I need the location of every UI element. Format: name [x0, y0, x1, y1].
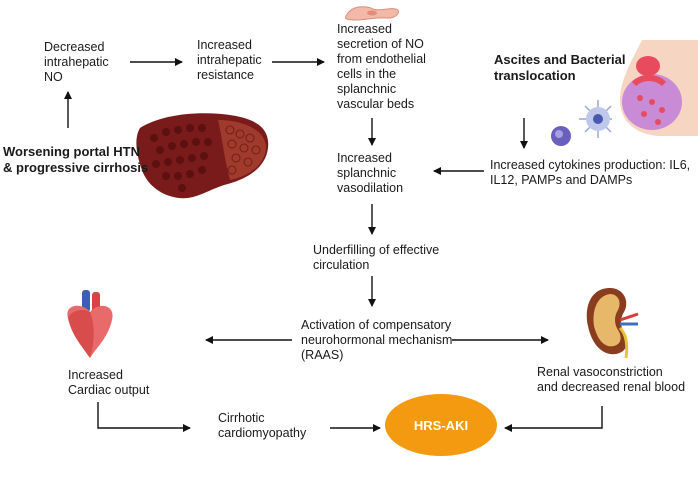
endothelial-cell-icon — [345, 6, 399, 21]
arrow-cardiac-to-cardiomyopathy — [97, 402, 191, 432]
renal-vasoconstriction: Renal vasoconstriction and decreased ren… — [537, 365, 686, 394]
decreased-intrahepatic-no: Decreased intrahepatic NO — [44, 40, 109, 84]
activation-of-compensatory-mechanism: Activation of compensatory neurohormonal… — [301, 318, 453, 362]
hrs-aki-label: HRS-AKI — [413, 417, 469, 433]
increased-cardiac-output: Increased Cardiac output — [68, 368, 150, 397]
increased-cytokines-production: Increased cytokines production: IL6, IL1… — [490, 158, 691, 187]
cirrhotic-cardiomyopathy: Cirrhotic cardiomyopathy — [218, 411, 307, 440]
underfilling-of-effective-circulation: Underfilling of effective circulation — [313, 243, 440, 272]
arrow-renal-to-hrs — [504, 406, 603, 432]
increased-intrahepatic-resistance: Increased intrahepatic resistance — [197, 38, 262, 82]
ascites-bacterial-translocation: Ascites and Bacterial translocation — [494, 52, 626, 83]
increased-secretion-of-no: Increased secretion of NO from endotheli… — [337, 22, 426, 111]
heart-icon — [67, 290, 113, 358]
kidney-icon — [586, 288, 639, 359]
increased-splanchnic-vasodilation: Increased splanchnic vasodilation — [337, 151, 404, 195]
abdomen-icon — [620, 40, 698, 136]
liver-icon — [136, 113, 269, 199]
hrs-aki-node: HRS-AKI — [385, 394, 497, 456]
bacteria-icon — [551, 100, 612, 146]
worsening-portal-htn: Worsening portal HTN & progressive cirrh… — [3, 144, 149, 175]
